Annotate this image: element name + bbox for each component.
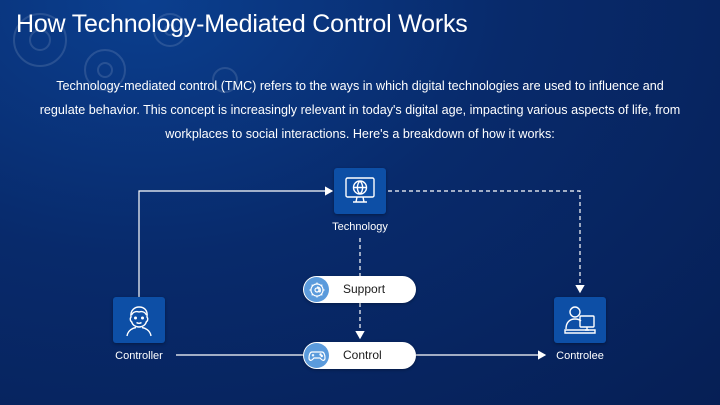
- monitor-globe-icon: [345, 177, 375, 203]
- technology-label: Technology: [332, 221, 388, 233]
- controller-label: Controller: [115, 350, 163, 362]
- technology-node: [334, 168, 386, 214]
- gear-at-icon: [304, 277, 329, 302]
- technology-to-controlee-arrow: [388, 190, 585, 294]
- controller-to-technology-arrow: [138, 186, 334, 297]
- user-at-computer-icon: [564, 306, 596, 334]
- controlee-label: Controlee: [556, 350, 604, 362]
- support-label: Support: [343, 282, 386, 296]
- gamepad-icon: [304, 343, 329, 368]
- support-pill: Support: [303, 276, 416, 303]
- gears-decoration: [13, 13, 238, 93]
- person-icon: [126, 306, 152, 337]
- controlee-node: [554, 297, 606, 343]
- control-label: Control: [343, 348, 382, 362]
- intro-paragraph: Technology-mediated control (TMC) refers…: [39, 79, 681, 141]
- control-pill: Control: [303, 342, 416, 369]
- page-title: How Technology-Mediated Control Works: [16, 10, 468, 38]
- controller-node: [113, 297, 165, 343]
